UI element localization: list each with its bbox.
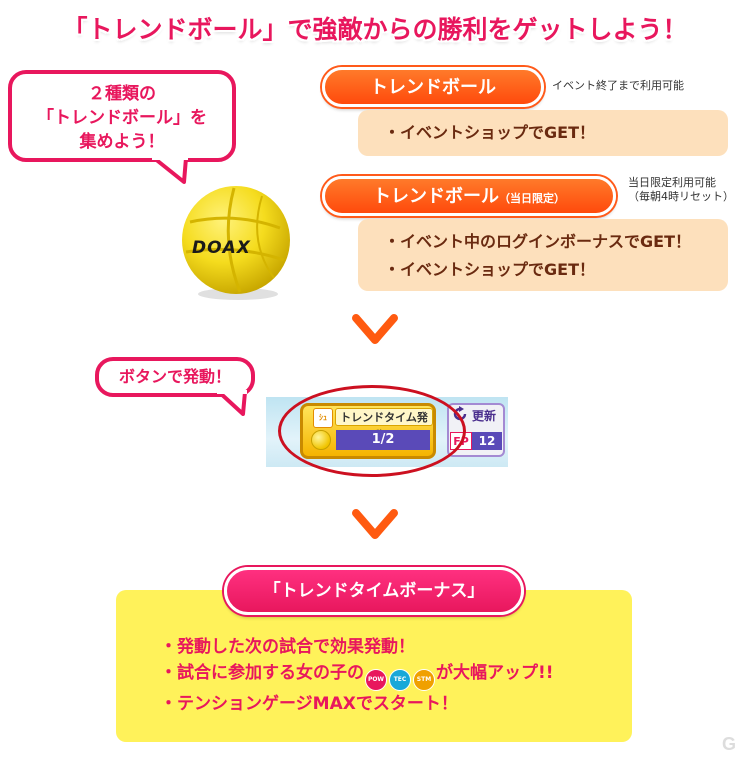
daily-item-1: ・イベント中のログインボーナスでGET！ <box>384 232 691 251</box>
bonus-line-2-prefix: ・試合に参加する女の子の <box>160 663 364 683</box>
bubble-tail-icon <box>217 390 247 416</box>
down-arrow-icon <box>352 509 398 539</box>
watermark-logo: G <box>722 734 737 754</box>
bubble-line-3: 集めよう！ <box>79 132 165 152</box>
daily-item-2: ・イベントショップでGET！ <box>384 260 595 279</box>
trend-ball-daily-suffix: （当日限定） <box>499 192 565 205</box>
ball-brand: DOAX <box>192 238 251 258</box>
trend-ball-daily-name: トレンドボール <box>373 186 499 207</box>
bonus-line-3: ・テンションゲージMAXでスタート！ <box>160 694 458 714</box>
bubble-line-2: 「トレンドボール」を <box>37 108 207 128</box>
bonus-title: 「トレンドタイムボーナス」 <box>224 567 524 615</box>
trend-ball-item: ・イベントショップでGET！ <box>384 123 595 142</box>
trend-ball-daily-box: ・イベント中のログインボーナスでGET！ ・イベントショップでGET！ <box>358 219 728 291</box>
bubble-tail-icon <box>152 154 188 184</box>
trend-ball-box: ・イベントショップでGET！ <box>358 110 728 156</box>
daily-note-line-2: （毎朝4時リセット） <box>628 190 734 203</box>
down-arrow-icon <box>352 314 398 344</box>
daily-note-line-1: 当日限定利用可能 <box>628 176 716 189</box>
stm-stat-icon: STM <box>413 669 435 691</box>
fp-value: 12 <box>472 432 502 450</box>
trend-ball-label: トレンドボール <box>322 67 544 107</box>
bubble-line-1: ２種類の <box>88 84 156 104</box>
bonus-line-1: ・発動した次の試合で効果発動！ <box>160 637 415 657</box>
headline: 「トレンドボール」で強敵からの勝利をゲットしよう！ <box>62 15 688 44</box>
trend-ball-daily-label: トレンドボール（当日限定） <box>322 176 616 216</box>
trend-ball-daily-note: 当日限定利用可能 （毎朝4時リセット） <box>628 176 734 204</box>
tec-stat-icon: TEC <box>389 669 411 691</box>
update-label: 更新 <box>472 409 497 423</box>
volleyball-icon <box>182 186 290 300</box>
bonus-line-2-suffix: が大幅アップ!! <box>436 663 554 683</box>
trend-ball-note: イベント終了まで利用可能 <box>552 79 684 92</box>
collect-speech-bubble: ２種類の 「トレンドボール」を 集めよう！ <box>8 70 236 162</box>
highlight-ring <box>278 385 466 477</box>
pow-stat-icon: POW <box>365 669 387 691</box>
